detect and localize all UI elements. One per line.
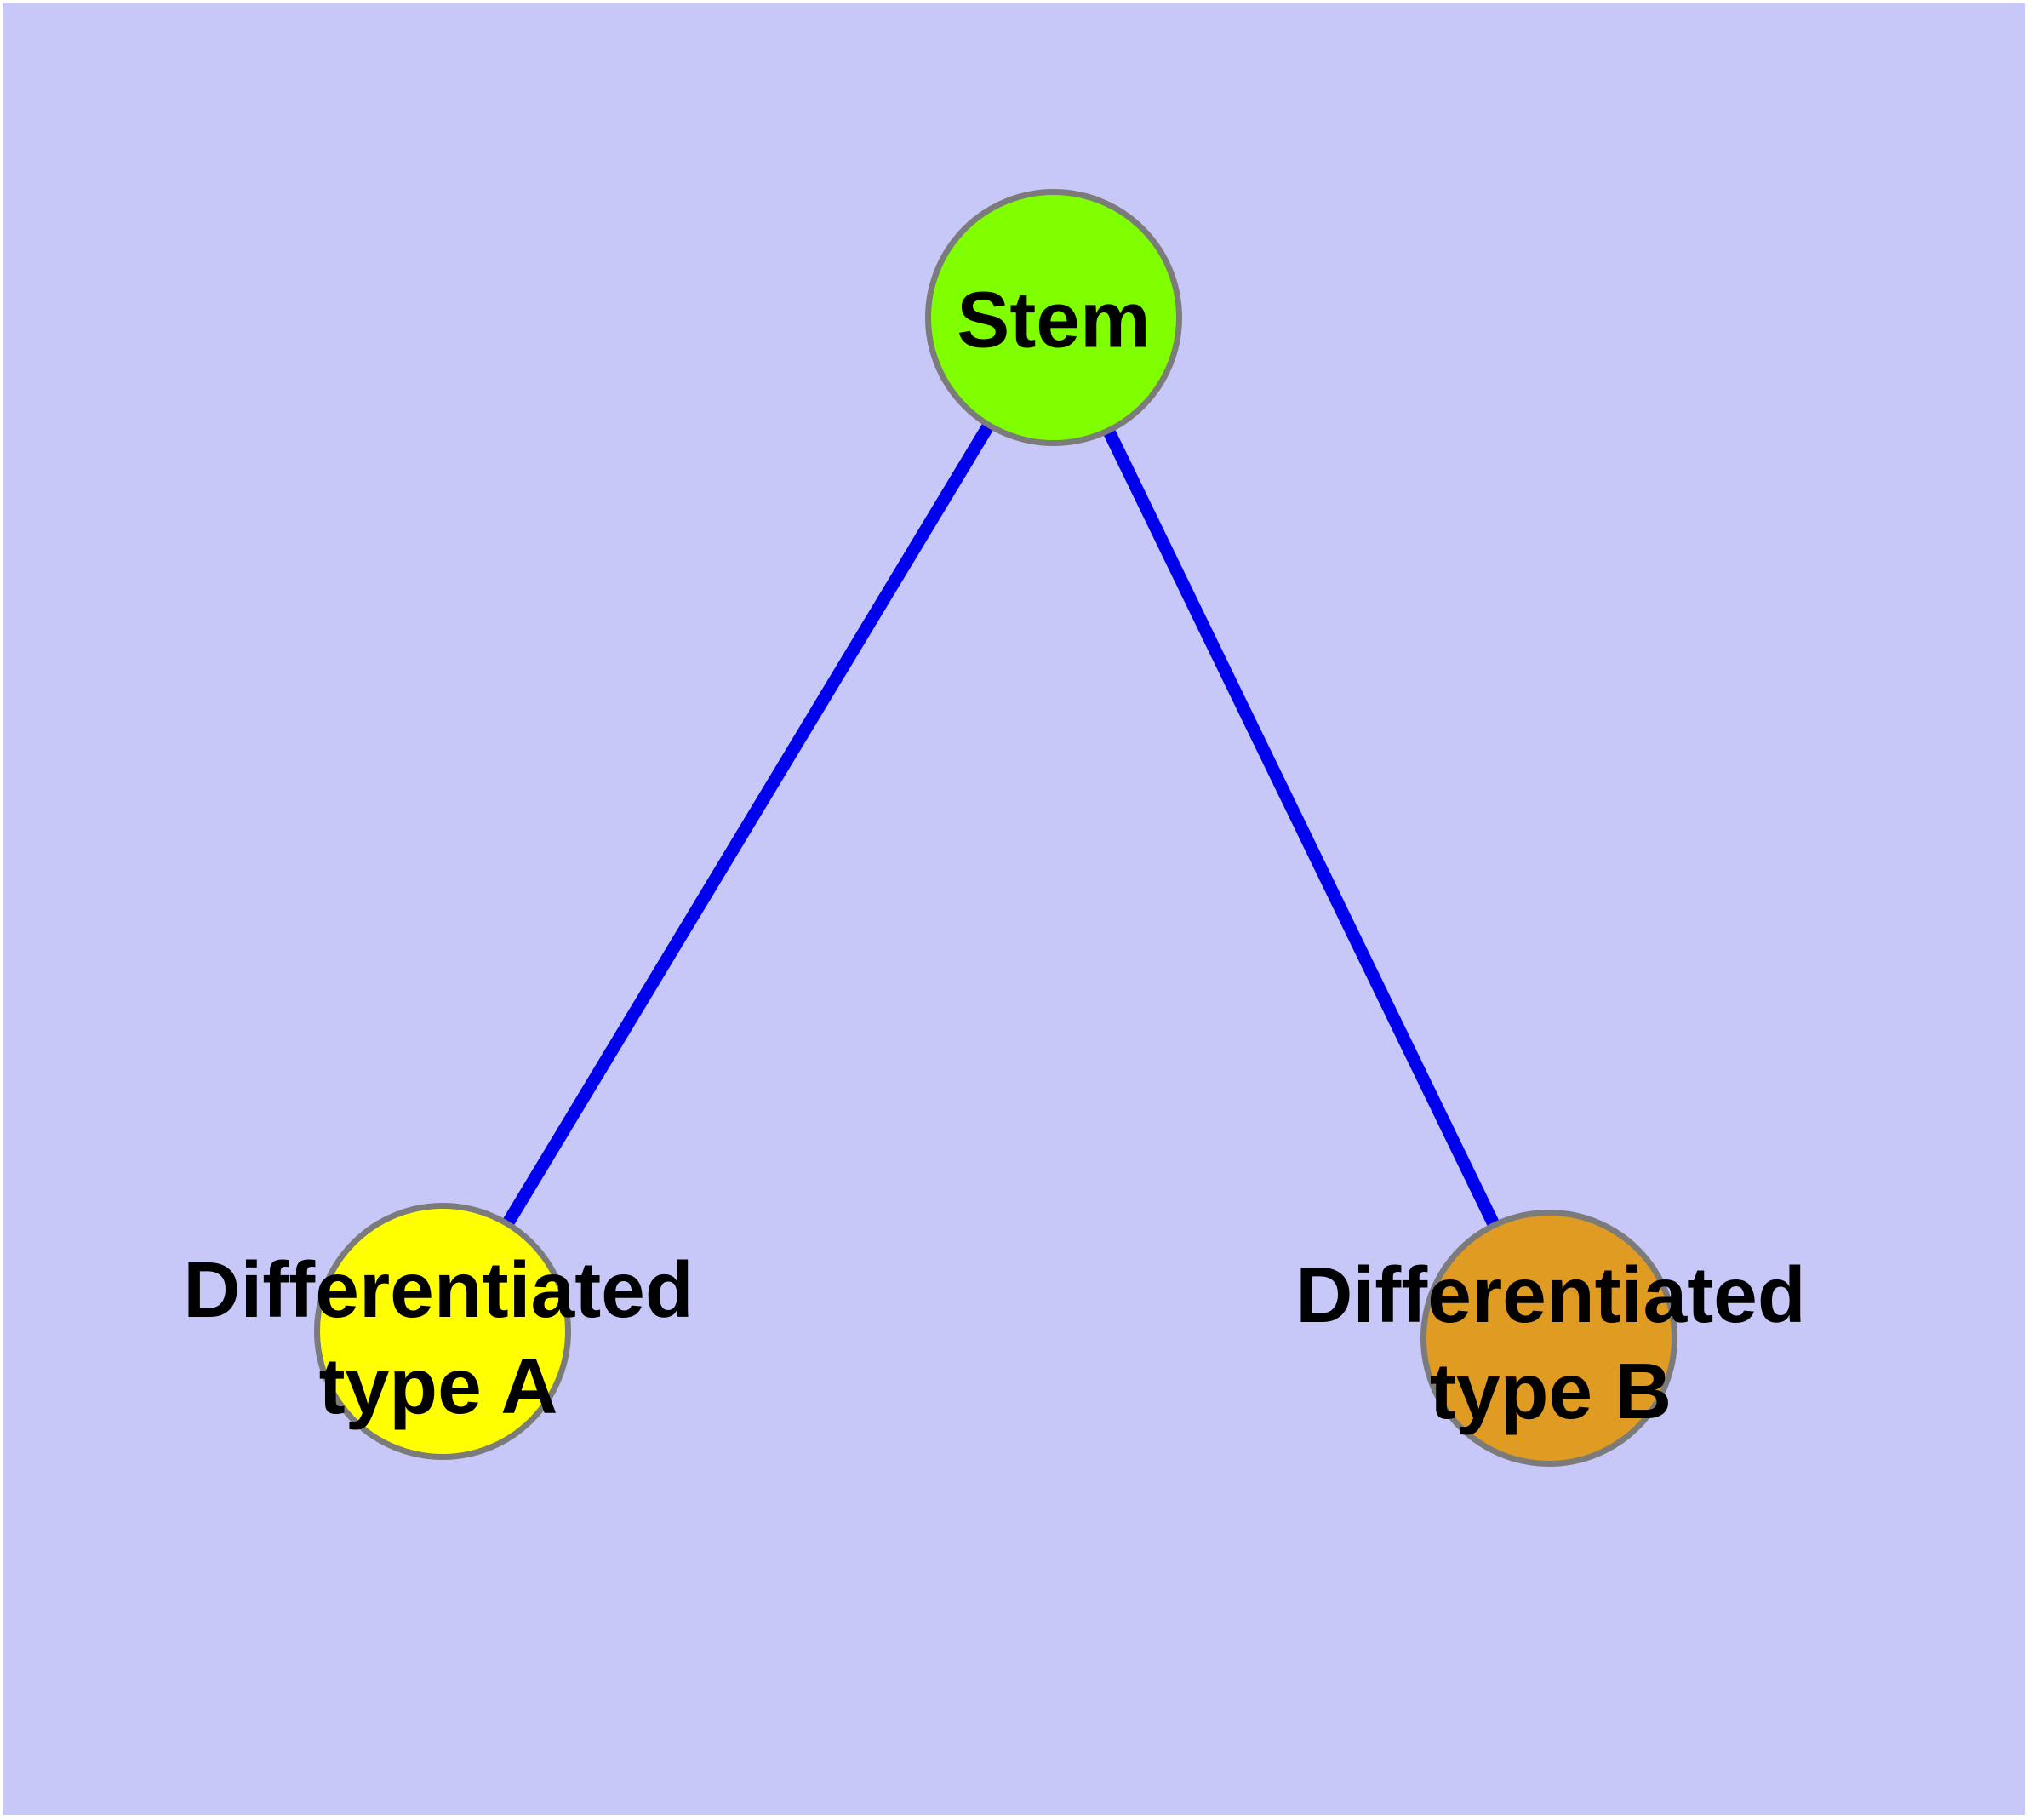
node-type-a-label-line1: Differentiated [183,1245,694,1334]
node-stem [925,189,1182,446]
edge-stem-to-type-b [1048,314,1555,1342]
node-type-b-label-line2: type B [1429,1347,1672,1435]
node-type-b-label-line1: Differentiated [1295,1251,1806,1339]
node-type-a-label: Differentiated type A [183,1242,693,1434]
node-stem-label: Stem [957,272,1150,369]
node-type-a-label-line2: type A [318,1342,558,1430]
node-differentiated-type-b [1420,1210,1677,1467]
node-differentiated-type-a [314,1203,571,1460]
edge-stem-to-type-a [437,314,1060,1335]
node-stem-label-text: Stem [957,275,1151,364]
node-type-b-label: Differentiated type B [1295,1247,1805,1439]
